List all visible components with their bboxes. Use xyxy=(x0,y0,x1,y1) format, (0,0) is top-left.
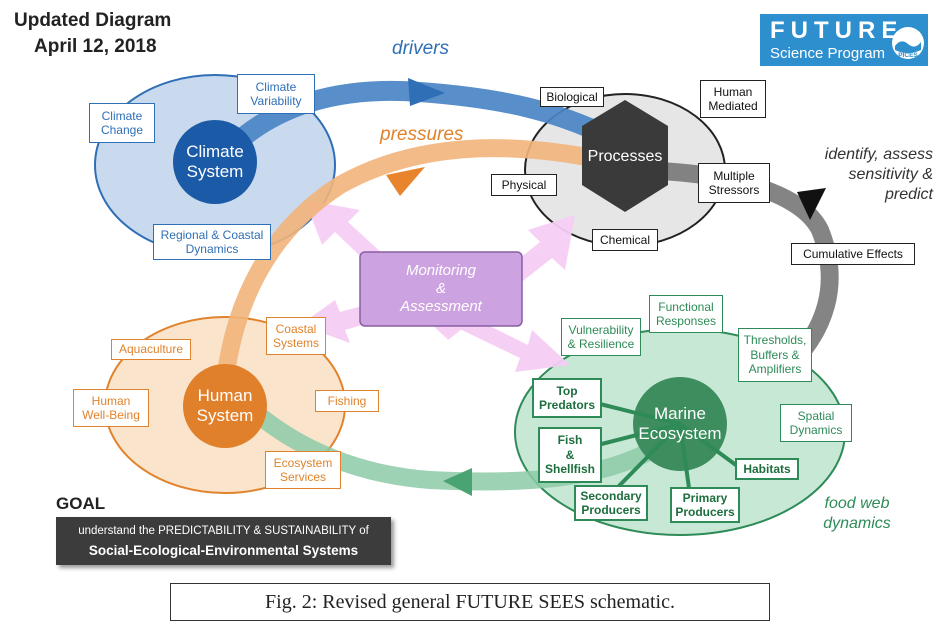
human-center-label: Human System xyxy=(196,385,254,425)
monitoring-box xyxy=(359,251,523,327)
drivers-label: drivers xyxy=(392,38,450,59)
fish-shellfish-box: Fish & Shellfish xyxy=(538,427,602,483)
human-circle xyxy=(183,364,267,448)
services-arrowhead xyxy=(443,468,472,496)
pressures-arrow xyxy=(216,139,628,382)
secondary-producers-box: Secondary Producers xyxy=(574,485,648,521)
pressures-arrowhead xyxy=(386,167,425,196)
functional-responses-box: Functional Responses xyxy=(649,295,723,333)
human-mediated-box: Human Mediated xyxy=(700,80,766,118)
top-predators-box: Top Predators xyxy=(532,378,602,418)
logo-subtitle: Science Program xyxy=(770,45,886,62)
vulnerability-resilience-box: Vulnerability & Resilience xyxy=(561,318,641,356)
chemical-box: Chemical xyxy=(592,229,658,251)
coastal-systems-box: Coastal Systems xyxy=(266,317,326,355)
figure-caption: Fig. 2: Revised general FUTURE SEES sche… xyxy=(170,583,770,621)
human-well-being-box: Human Well-Being xyxy=(73,389,149,427)
marine-center-label: Marine Ecosystem xyxy=(638,403,722,443)
goal-box: understand the PREDICTABILITY & SUSTAINA… xyxy=(56,517,391,565)
predict-arrowhead xyxy=(797,188,826,220)
processes-hexagon xyxy=(582,100,668,212)
drivers-arrowhead xyxy=(408,78,445,106)
cumulative-effects-box: Cumulative Effects xyxy=(791,243,915,265)
processes-center-label: Processes xyxy=(587,148,663,166)
emblem-text: PICES xyxy=(898,52,918,59)
ecosystem-services-box: Ecosystem Services xyxy=(265,451,341,489)
food-web-label: food web dynamics xyxy=(823,495,891,532)
primary-producers-box: Primary Producers xyxy=(670,487,740,523)
monitoring-label: Monitoring & Assessment xyxy=(400,262,482,315)
habitats-box: Habitats xyxy=(735,458,799,480)
services-arrow xyxy=(249,405,686,491)
fishing-box: Fishing xyxy=(315,390,379,412)
regional-coastal-box: Regional & Coastal Dynamics xyxy=(153,224,271,260)
goal-title: GOAL xyxy=(56,494,106,513)
climate-variability-box: Climate Variability xyxy=(237,74,315,114)
climate-center-label: Climate System xyxy=(186,141,244,181)
aquaculture-box: Aquaculture xyxy=(111,339,191,360)
multiple-stressors-box: Multiple Stressors xyxy=(698,163,770,203)
thresholds-box: Thresholds, Buffers & Amplifiers xyxy=(738,328,812,382)
climate-change-box: Climate Change xyxy=(89,103,155,143)
diagram-title: Updated Diagram xyxy=(14,10,172,31)
physical-box: Physical xyxy=(491,174,557,196)
pressures-label: pressures xyxy=(380,124,464,145)
identify-label: identify, assess sensitivity & predict xyxy=(824,146,933,203)
goal-line-2: Social-Ecological-Environmental Systems xyxy=(88,543,359,558)
biological-box: Biological xyxy=(540,87,604,107)
future-logo: FUTURE Science Program PICES xyxy=(760,14,928,66)
spatial-dynamics-box: Spatial Dynamics xyxy=(780,404,852,442)
diagram-date: April 12, 2018 xyxy=(34,36,157,57)
climate-circle xyxy=(173,120,257,204)
pices-emblem-icon: PICES xyxy=(892,27,924,59)
logo-title: FUTURE xyxy=(770,17,904,44)
goal-line-1: understand the PREDICTABILITY & SUSTAINA… xyxy=(78,525,369,537)
